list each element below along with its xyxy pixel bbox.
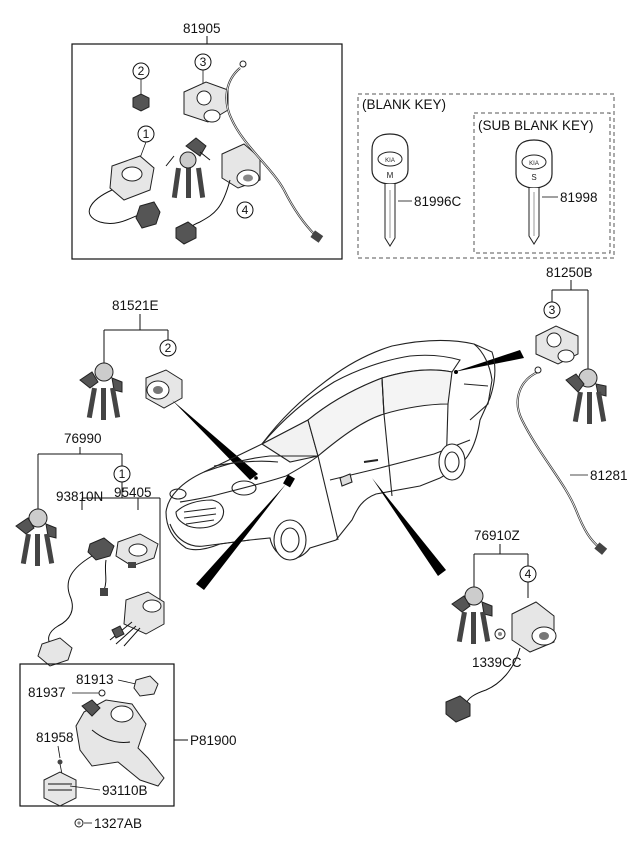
pointer-ignition — [196, 484, 286, 590]
key-bundle-top — [165, 137, 211, 199]
callout-3-top: 3 — [194, 53, 212, 71]
label-93110b: 93110B — [102, 783, 148, 798]
ignition-set-group: 76990 1 93810N 95405 — [15, 431, 286, 667]
sub-blank-key-box — [473, 112, 611, 254]
lock-body-part — [43, 675, 165, 807]
label-81998: 81998 — [560, 190, 598, 205]
trunk-cylinder-right — [535, 325, 579, 365]
svg-text:3: 3 — [200, 55, 207, 69]
callout-1-left: 1 — [113, 465, 131, 483]
label-81521e: 81521E — [112, 298, 159, 313]
callout-4-top: 4 — [236, 201, 254, 219]
label-1327ab: 1327AB — [94, 816, 142, 831]
pointer-trunk — [454, 350, 524, 372]
clip-part — [494, 628, 506, 640]
key-bundle-left-2 — [15, 508, 57, 566]
trunk-cylinder-top — [183, 81, 229, 123]
pointer-door-left — [172, 400, 258, 480]
label-81905: 81905 — [183, 21, 221, 36]
label-93810n: 93810N — [56, 489, 103, 504]
door-lock-set-group: 81521E 2 — [79, 298, 258, 480]
svg-text:1: 1 — [119, 467, 126, 481]
lock-cap-part — [132, 93, 150, 112]
label-81996c: 81996C — [414, 194, 462, 209]
svg-text:4: 4 — [242, 203, 249, 217]
ignition-lock-body — [88, 155, 161, 229]
svg-text:2: 2 — [165, 341, 172, 355]
immobilizer-coil-part — [37, 537, 115, 667]
svg-text:1: 1 — [143, 127, 150, 141]
top-assembly-group: 81905 2 1 3 — [71, 21, 343, 260]
svg-text:2: 2 — [138, 64, 145, 78]
immobilizer-unit-part — [115, 533, 159, 568]
label-76910z: 76910Z — [474, 528, 520, 543]
ignition-switch-left — [109, 591, 165, 647]
blank-key-group: (BLANK KEY) (SUB BLANK KEY) KIA M 81996C… — [357, 93, 615, 259]
label-81281: 81281 — [590, 468, 628, 483]
label-blank-key-box: (BLANK KEY) — [362, 97, 446, 112]
label-81250b: 81250B — [546, 265, 593, 280]
callout-2-top: 2 — [132, 62, 150, 80]
door-lock-front-group: 76910Z 4 1339CC — [372, 478, 557, 723]
trunk-cable-top — [225, 60, 324, 243]
sub-key-mark: S — [531, 173, 536, 182]
car-illustration — [165, 339, 496, 561]
nut-part — [74, 818, 84, 828]
trunk-lock-set-group: 81250B 3 — [454, 265, 628, 555]
label-76990: 76990 — [64, 431, 102, 446]
label-1339cc: 1339CC — [472, 655, 522, 670]
label-81913: 81913 — [76, 672, 114, 687]
label-p81900: P81900 — [190, 733, 237, 748]
door-lock-right — [445, 601, 557, 723]
sub-key: KIA S — [515, 139, 553, 245]
label-sub-blank-key-box: (SUB BLANK KEY) — [478, 118, 594, 133]
callout-2-left: 2 — [159, 339, 177, 357]
key-bundle-right — [565, 368, 607, 424]
svg-text:4: 4 — [525, 567, 532, 581]
svg-text:KIA: KIA — [529, 161, 539, 167]
lock-body-group: P81900 81913 81937 81958 93110B 1327AB — [19, 663, 237, 831]
svg-text:KIA: KIA — [385, 158, 395, 164]
callout-1-top: 1 — [137, 125, 155, 143]
label-95405: 95405 — [114, 485, 152, 500]
pointer-door-right — [372, 478, 446, 576]
lock-body-box — [19, 663, 175, 807]
label-81937: 81937 — [28, 685, 66, 700]
blank-key-box — [357, 93, 615, 259]
svg-text:3: 3 — [549, 303, 556, 317]
door-lock-top — [175, 143, 261, 245]
callout-4-right: 4 — [519, 565, 537, 583]
callout-3-right: 3 — [543, 301, 561, 319]
door-cylinder-left — [145, 369, 183, 409]
key-bundle-left-1 — [79, 362, 123, 420]
trunk-cable-right — [516, 366, 608, 555]
master-key: KIA M — [371, 133, 409, 247]
top-assembly-box — [71, 43, 343, 260]
master-key-mark: M — [387, 171, 394, 180]
label-81958: 81958 — [36, 730, 74, 745]
key-bundle-right-2 — [451, 586, 493, 644]
